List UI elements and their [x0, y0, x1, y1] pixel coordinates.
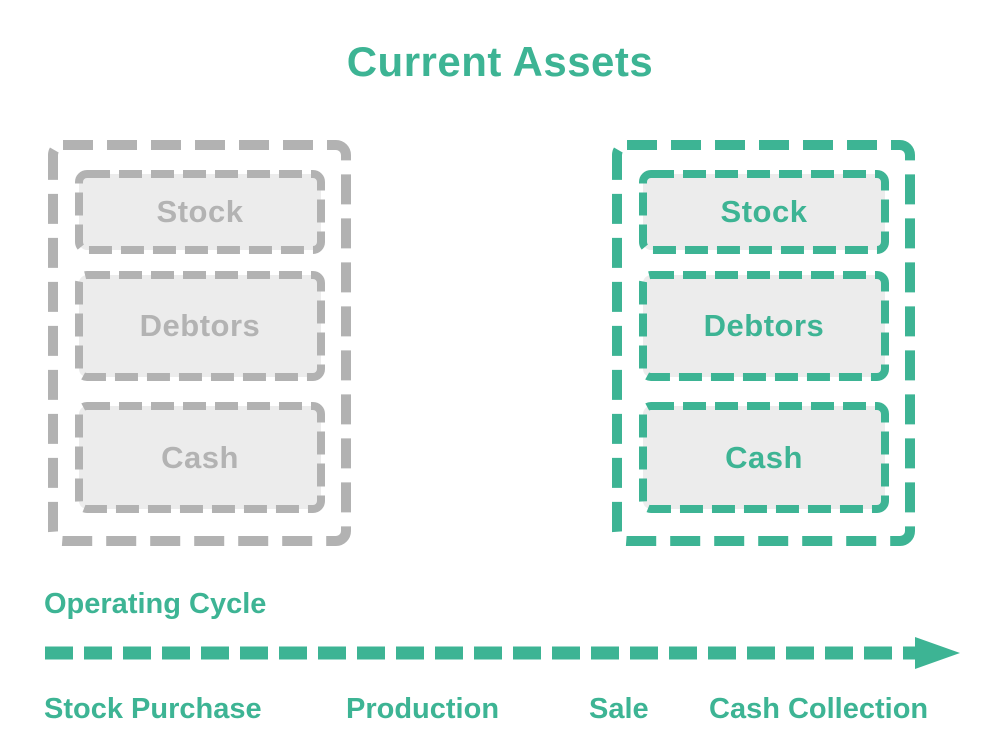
dashed-box-border-gray — [75, 170, 325, 254]
asset-box-debtors-teal: Debtors — [639, 271, 889, 381]
page-title: Current Assets — [346, 38, 654, 85]
stage-label-production: Production — [346, 693, 500, 725]
asset-box-label: Cash — [725, 439, 803, 475]
operating-cycle-label: Operating Cycle — [44, 588, 267, 620]
stage-label-sale: Sale — [589, 693, 649, 725]
asset-group-teal: Stock Debtors Cash — [612, 140, 915, 546]
dashed-box-border-gray — [75, 402, 325, 513]
asset-box-label: Stock — [720, 194, 808, 229]
asset-group-gray: Stock Debtors Cash — [48, 140, 351, 546]
asset-box-stock-gray: Stock — [75, 170, 325, 254]
asset-box-label: Stock — [156, 194, 244, 229]
asset-box-cash-teal: Cash — [639, 402, 889, 513]
asset-box-stock-teal: Stock — [639, 170, 889, 254]
dashed-box-border-teal — [639, 271, 889, 381]
dashed-outer-border-gray — [48, 140, 351, 546]
stage-label-stock-purchase: Stock Purchase — [44, 693, 262, 725]
dashed-outer-border-teal — [612, 140, 915, 546]
asset-box-label: Cash — [161, 439, 239, 475]
asset-box-label: Debtors — [139, 308, 261, 343]
dashed-box-border-gray — [75, 271, 325, 381]
asset-box-cash-gray: Cash — [75, 402, 325, 513]
stage-label-cash-collection: Cash Collection — [709, 693, 929, 725]
dashed-arrow-right-icon — [45, 637, 960, 669]
dashed-box-border-teal — [639, 170, 889, 254]
asset-box-debtors-gray: Debtors — [75, 271, 325, 381]
dashed-box-border-teal — [639, 402, 889, 513]
asset-box-label: Debtors — [703, 308, 825, 343]
